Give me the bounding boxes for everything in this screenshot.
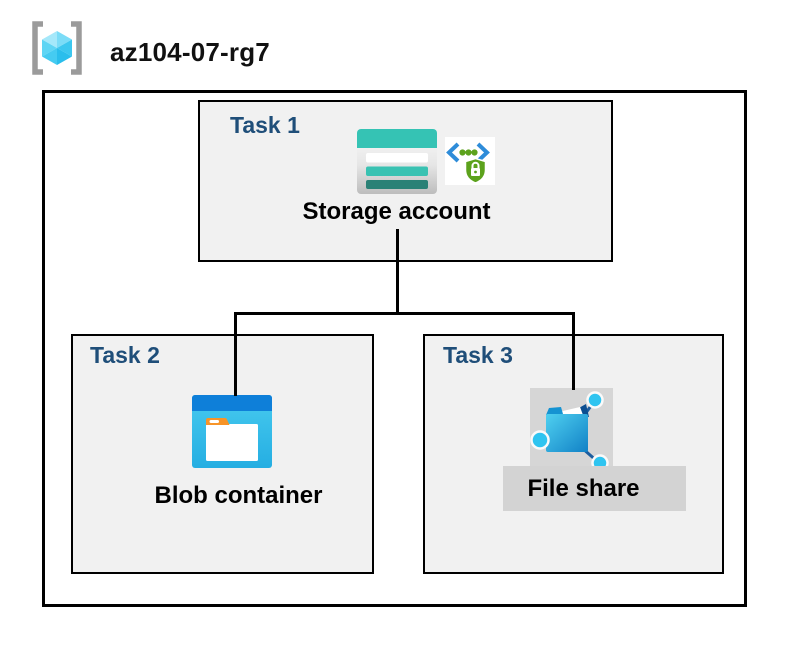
- secure-access-icon: [445, 137, 495, 185]
- file-share-label: File share: [527, 475, 640, 502]
- task-2-label: Task 2: [90, 342, 160, 368]
- task-3-label: Task 3: [443, 342, 513, 368]
- blob-container-label: Blob container: [154, 482, 323, 509]
- resource-group-icon: [28, 20, 86, 76]
- task-2-box: Task 2 Blob container: [71, 334, 374, 574]
- storage-account-label: Storage account: [302, 198, 491, 225]
- file-share-label-backdrop: File share: [503, 466, 686, 511]
- file-share-icon: [530, 388, 613, 472]
- connector-branch-horizontal: [234, 312, 575, 315]
- storage-account-icon: [357, 129, 437, 194]
- connector-storage-down: [396, 229, 399, 314]
- resource-group-name: az104-07-rg7: [110, 37, 270, 67]
- blob-container-icon: [192, 395, 272, 468]
- task-1-label: Task 1: [230, 112, 300, 138]
- connector-to-blob-container: [234, 312, 237, 396]
- connector-to-file-share: [572, 312, 575, 390]
- file-share-icon-backdrop: [530, 388, 613, 472]
- task-1-box: Task 1: [198, 100, 613, 262]
